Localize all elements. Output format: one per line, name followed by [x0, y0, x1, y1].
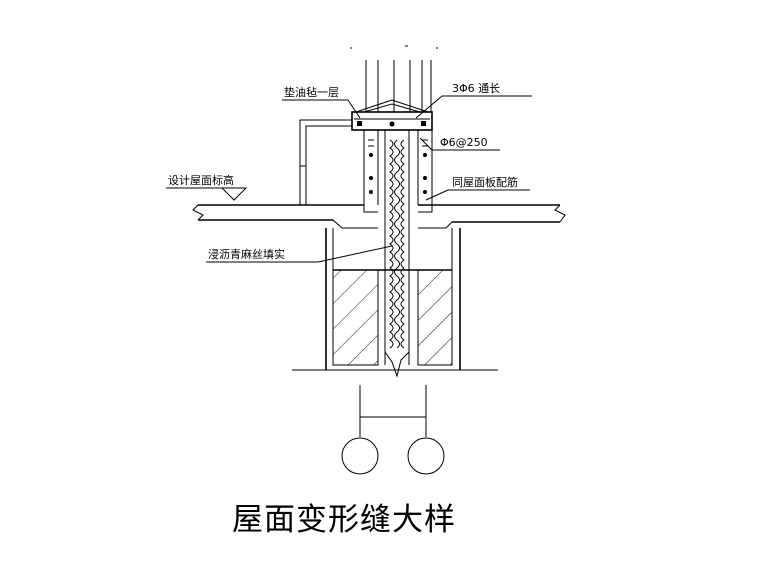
leader-slab-rebar: 同屋面板配筋	[425, 175, 530, 201]
label-rebar-through: 3Φ6 通长	[452, 82, 500, 95]
label-design-roof-elevation: 设计屋面标高	[168, 173, 234, 187]
label-felt-layer: 垫油毡一层	[284, 85, 339, 99]
roof-slab-right	[418, 204, 566, 229]
axis-bubble-right	[407, 437, 445, 475]
upstand-walls	[363, 130, 433, 205]
parapet-cover	[350, 45, 438, 131]
drawing-title: 屋面变形缝大样	[232, 502, 456, 538]
left-parapet	[299, 119, 352, 205]
joint-filler	[384, 130, 410, 378]
leader-roof-elevation: 设计屋面标高	[166, 173, 248, 201]
label-rebar-spacing: Φ6@250	[440, 136, 488, 149]
axis-bubble-left	[341, 437, 379, 475]
leader-rebar-through: 3Φ6 通长	[415, 82, 532, 119]
leader-hemp-fill: 浸沥青麻丝填实	[206, 245, 393, 263]
leader-rebar-spacing: Φ6@250	[419, 136, 500, 151]
label-asphalt-hemp-fill: 浸沥青麻丝填实	[208, 247, 285, 261]
label-same-as-roof-slab-rebar: 同屋面板配筋	[452, 175, 518, 189]
leader-felt: 垫油毡一层	[282, 85, 361, 119]
axis-markers	[341, 385, 445, 475]
hatched-beams	[332, 269, 453, 366]
roof-slab-left	[192, 204, 378, 229]
